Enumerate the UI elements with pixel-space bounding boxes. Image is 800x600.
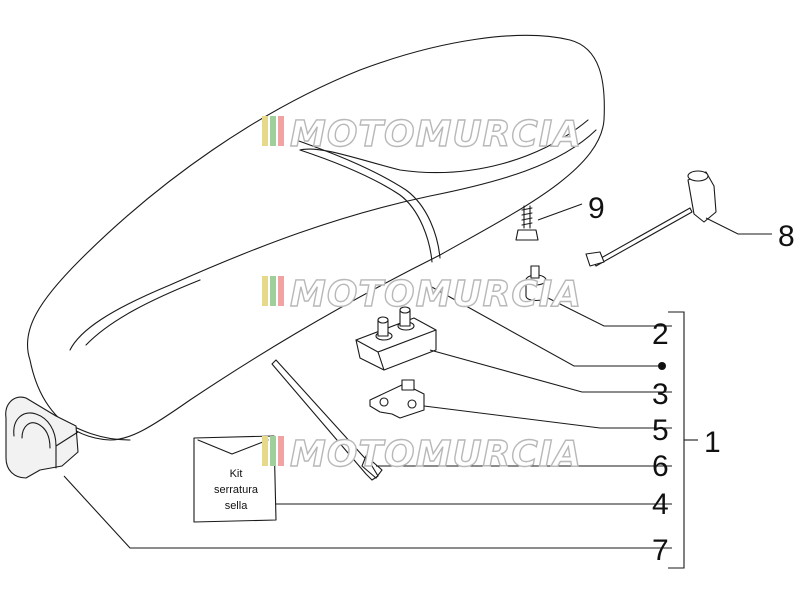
callout-8: 8 xyxy=(778,220,795,253)
callout-2: 2 xyxy=(652,318,669,351)
kit-label-line-2: serratura xyxy=(213,484,259,496)
watermark-middle: MOTOMURCIA xyxy=(262,273,582,316)
callout-5: 5 xyxy=(652,414,669,447)
kit-label-line-3: sella xyxy=(224,500,248,512)
part-3-mount-block xyxy=(355,306,437,371)
callout-7: 7 xyxy=(652,534,669,567)
callout-1: 1 xyxy=(704,426,721,459)
callout-6: 6 xyxy=(652,450,669,483)
callout-9: 9 xyxy=(588,192,605,225)
watermark-text: MOTOMURCIA xyxy=(290,274,582,315)
part-4-kit-bag xyxy=(193,435,277,523)
watermark-text: MOTOMURCIA xyxy=(290,114,582,155)
part-9-screw xyxy=(515,205,539,241)
part-6-cable-rod xyxy=(271,359,383,481)
part-2-bushing xyxy=(525,265,547,302)
part-7-rear-block xyxy=(5,396,79,479)
kit-label-line-1: Kit xyxy=(229,468,243,480)
seat xyxy=(26,34,605,441)
callout-numbers: 9 8 2 3 5 6 4 7 1 xyxy=(588,192,795,567)
kit-bag-label: Kit serratura sella xyxy=(196,466,276,514)
watermark-text: MOTOMURCIA xyxy=(290,434,582,475)
part-8-wrench xyxy=(585,170,717,267)
watermark-bottom: MOTOMURCIA xyxy=(262,433,582,476)
callout-4: 4 xyxy=(652,488,669,521)
callout-3: 3 xyxy=(652,378,669,411)
part-5-bracket xyxy=(369,379,425,419)
leader-lines xyxy=(63,203,772,569)
watermark-top: MOTOMURCIA xyxy=(262,113,582,156)
reference-dot xyxy=(658,362,666,370)
